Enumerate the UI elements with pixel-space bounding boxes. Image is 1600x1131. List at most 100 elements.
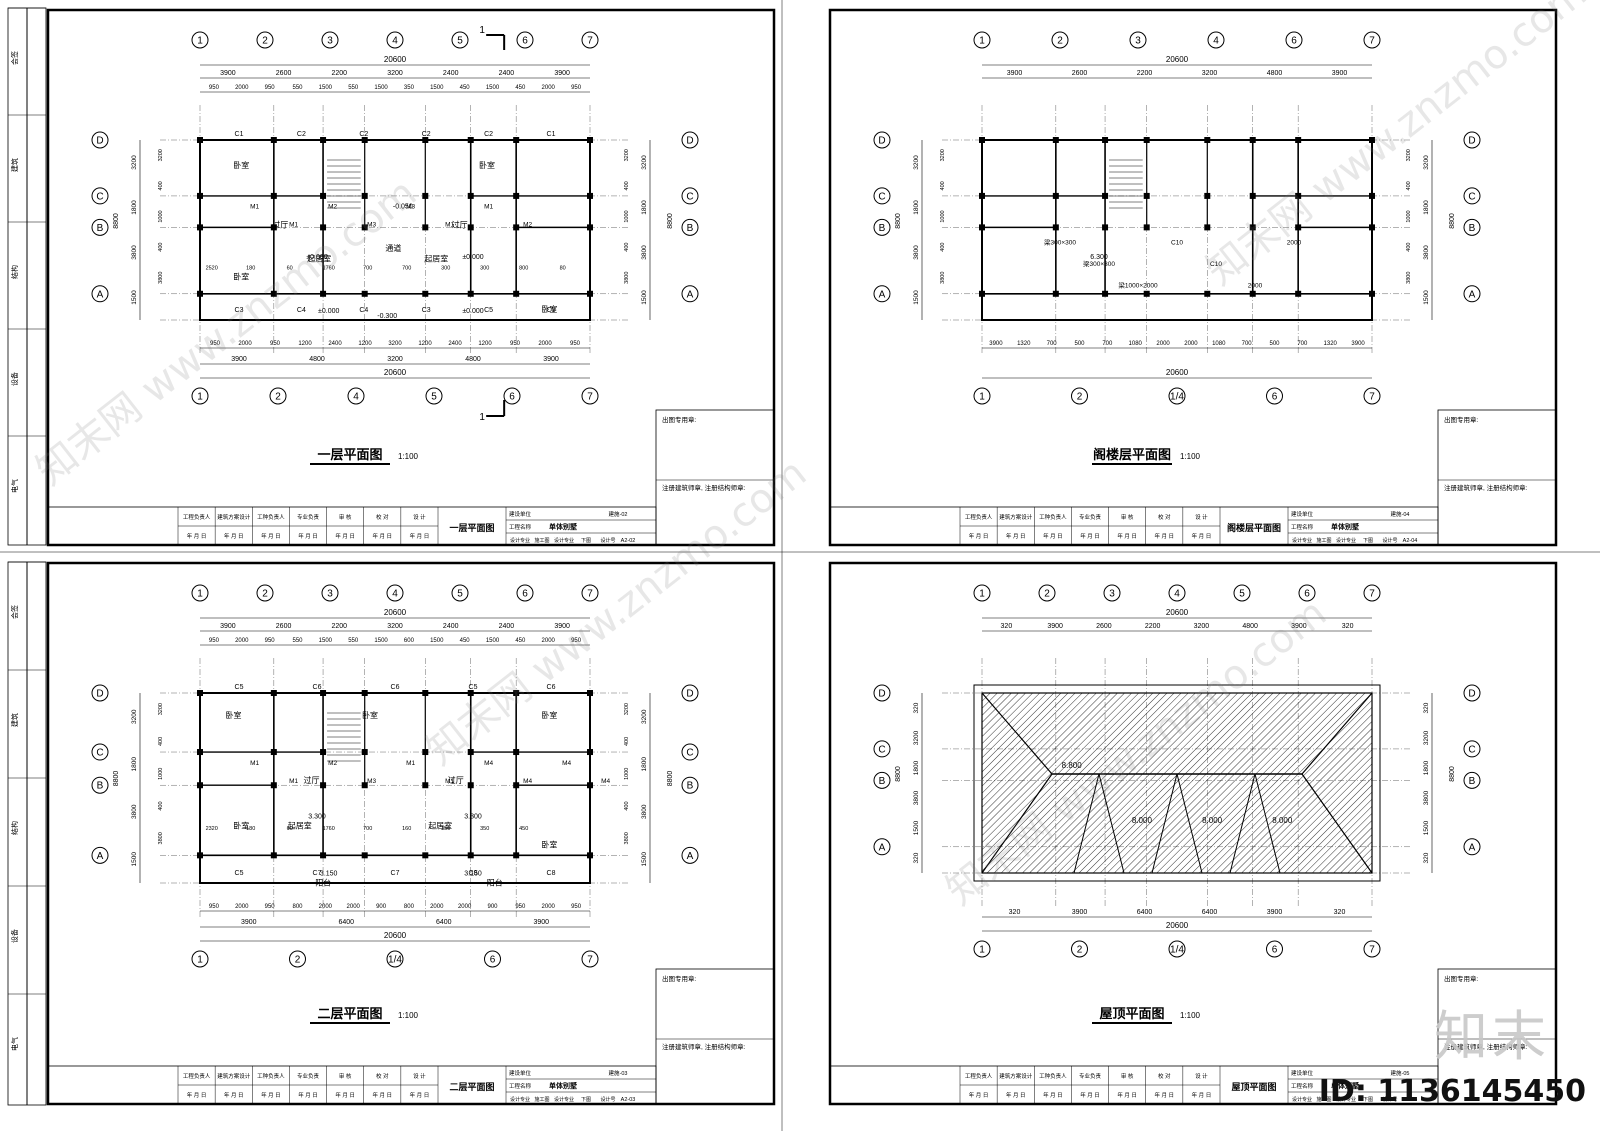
window-tag: C6 — [391, 684, 400, 691]
tb-project-name: 单体别墅 — [549, 522, 577, 531]
room-label: 起居室 — [307, 254, 331, 264]
axis-letter: C — [96, 748, 103, 759]
dim-value: 2200 — [331, 70, 347, 77]
column — [361, 782, 368, 789]
door-tag: M1 — [484, 203, 493, 210]
tb-role: 审 核 — [1121, 1072, 1134, 1080]
axis-bubble — [289, 950, 306, 968]
dim-detail: 950 — [209, 904, 220, 910]
tb-role: 审 核 — [339, 1072, 352, 1080]
strip-label: 会签 — [10, 605, 19, 619]
misc-dim: 300 — [480, 266, 489, 272]
axis-number-top: 1 — [979, 36, 985, 47]
side-inner-dim: 400 — [624, 243, 630, 252]
axis-letter: C — [686, 748, 693, 759]
sheet-scale: 1:100 — [1180, 1011, 1201, 1020]
axis-number-top: 7 — [1369, 36, 1375, 47]
side-dim-value: 320 — [913, 852, 920, 863]
side-dimensions: 32001800380015008800320040010004003800DC… — [91, 684, 699, 883]
room-label: 阳台 — [487, 877, 503, 887]
axis-bubble — [1363, 31, 1381, 49]
dim-detail: 1500 — [486, 638, 500, 644]
tb-role: 专业负责 — [297, 513, 320, 521]
dim-detail: 1500 — [486, 85, 500, 91]
room-label: 过厅 — [304, 775, 320, 785]
window-tag: C5 — [547, 307, 556, 314]
column — [422, 192, 429, 199]
axis-bubble — [191, 584, 209, 602]
column — [320, 749, 327, 756]
axis-letter: D — [686, 689, 693, 700]
column — [1204, 290, 1211, 297]
dim-detail: 550 — [292, 85, 303, 91]
tb-role: 工程负责人 — [183, 513, 211, 521]
axis-number-bottom: 2 — [1077, 945, 1083, 956]
dim-detail: 950 — [265, 904, 276, 910]
column — [587, 224, 593, 231]
axis-letter: C — [1468, 744, 1475, 755]
axis-bubble — [1363, 940, 1381, 958]
sheet-scale: 1:100 — [398, 1011, 419, 1020]
room-label: 通道 — [385, 243, 401, 253]
door-tag: M1 — [250, 760, 259, 767]
side-inner-dim: 3200 — [158, 703, 164, 715]
dim-detail: 450 — [515, 638, 526, 644]
stamp-note: 注册建筑师章, 注册结构师章: — [1444, 483, 1528, 492]
tb-date: 年 月 日 — [298, 532, 318, 540]
dim-detail: 450 — [515, 85, 526, 91]
tb-field: 设计号 — [600, 537, 615, 544]
axis-number-top: 7 — [587, 36, 593, 47]
building-outline — [199, 692, 591, 884]
tb-date: 年 月 日 — [969, 1091, 989, 1099]
side-dim-value: 3800 — [1423, 790, 1430, 805]
strip-label: 电气 — [10, 1037, 19, 1051]
column — [1369, 137, 1375, 143]
axis-bubble — [1071, 940, 1088, 958]
side-inner-dim: 3800 — [158, 832, 164, 844]
dim-value: 4800 — [465, 356, 481, 363]
dim-value: 3900 — [1007, 70, 1023, 77]
dim-value: 3900 — [1332, 70, 1348, 77]
dim-total: 20600 — [384, 55, 407, 64]
axis-bubble — [321, 584, 339, 602]
dim-value: 2600 — [276, 623, 292, 630]
side-dim-value: 1500 — [1423, 820, 1430, 835]
axis-bubble — [451, 584, 469, 602]
axis-bubble — [484, 950, 501, 968]
column — [1204, 224, 1211, 231]
door-tag: M1 — [250, 203, 259, 210]
side-dim-total: 8800 — [895, 766, 902, 782]
side-dim-value: 3800 — [641, 804, 648, 819]
axis-bubble — [873, 131, 891, 149]
level-mark: ±0.000 — [306, 254, 327, 261]
axis-bubble — [1363, 387, 1381, 405]
column — [361, 192, 368, 199]
window-tag: C3 — [235, 307, 244, 314]
column — [1052, 192, 1059, 199]
side-inner-dim: 3200 — [158, 149, 164, 161]
tb-field: 设计专业 — [1292, 537, 1312, 544]
dim-detail: 500 — [1074, 341, 1085, 347]
tb-date: 年 月 日 — [261, 1091, 281, 1099]
dim-detail: 2000 — [458, 904, 472, 910]
column — [320, 290, 327, 297]
tb-date: 年 月 日 — [1117, 1091, 1137, 1099]
tb-role: 设 计 — [413, 513, 426, 521]
level-mark: -0.050 — [393, 203, 413, 210]
dim-value: 6400 — [1202, 909, 1218, 916]
dim-detail: 1500 — [430, 638, 444, 644]
side-dimensions: 32001800380015008800320040010004003800DC… — [873, 131, 1481, 320]
column — [320, 137, 327, 143]
dim-value: 3900 — [554, 623, 570, 630]
roof-hip — [1301, 692, 1373, 775]
axis-letter: B — [1469, 223, 1476, 234]
dim-detail: 1320 — [1017, 341, 1031, 347]
dim-value: 3900 — [231, 356, 247, 363]
axis-bubble — [1129, 31, 1147, 49]
axis-number-top: 5 — [1239, 589, 1245, 600]
stamp-header: 出图专用章: — [1444, 415, 1479, 424]
dim-value: 2600 — [276, 70, 292, 77]
column — [361, 290, 368, 297]
